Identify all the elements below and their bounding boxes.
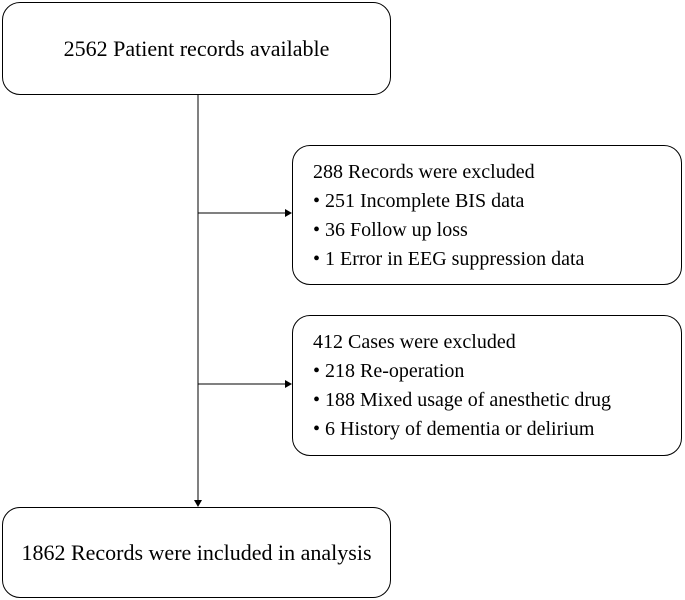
bullet: •	[313, 389, 321, 411]
exclusion-2-title: 412 Cases were excluded	[313, 331, 516, 353]
exclusion-2-item: •218 Re-operation	[313, 357, 681, 386]
exclusion-1-item-label: 1 Error in EEG suppression data	[325, 248, 585, 270]
start-label: 2562 Patient records available	[63, 35, 330, 61]
main-flow-arrowhead	[194, 500, 202, 507]
bullet: •	[313, 418, 321, 440]
start-box: 2562 Patient records available	[2, 2, 391, 95]
exclusion-1-item-label: 251 Incomplete BIS data	[325, 190, 525, 212]
bullet: •	[313, 219, 321, 241]
exclusion-2-item-label: 188 Mixed usage of anesthetic drug	[325, 389, 612, 411]
exclusion-2-arrowhead	[285, 380, 292, 388]
exclusion-2-item: •6 History of dementia or delirium	[313, 415, 681, 444]
end-box: 1862 Records were included in analysis	[2, 507, 391, 598]
exclusion-1-item: •36 Follow up loss	[313, 216, 681, 245]
exclusion-2-item: •188 Mixed usage of anesthetic drug	[313, 386, 681, 415]
bullet: •	[313, 248, 321, 270]
exclusion-box-2: 412 Cases were excluded •218 Re-operatio…	[292, 315, 682, 456]
exclusion-box-1: 288 Records were excluded •251 Incomplet…	[292, 145, 682, 285]
bullet: •	[313, 360, 321, 382]
exclusion-1-item: •1 Error in EEG suppression data	[313, 245, 681, 274]
exclusion-2-item-label: 218 Re-operation	[325, 360, 465, 382]
end-label: 1862 Records were included in analysis	[21, 539, 372, 565]
exclusion-1-arrowhead	[285, 209, 292, 217]
exclusion-1-item-label: 36 Follow up loss	[325, 219, 468, 241]
exclusion-1-item: •251 Incomplete BIS data	[313, 187, 681, 216]
exclusion-1-title: 288 Records were excluded	[313, 161, 535, 183]
exclusion-2-item-label: 6 History of dementia or delirium	[325, 418, 595, 440]
bullet: •	[313, 190, 321, 212]
